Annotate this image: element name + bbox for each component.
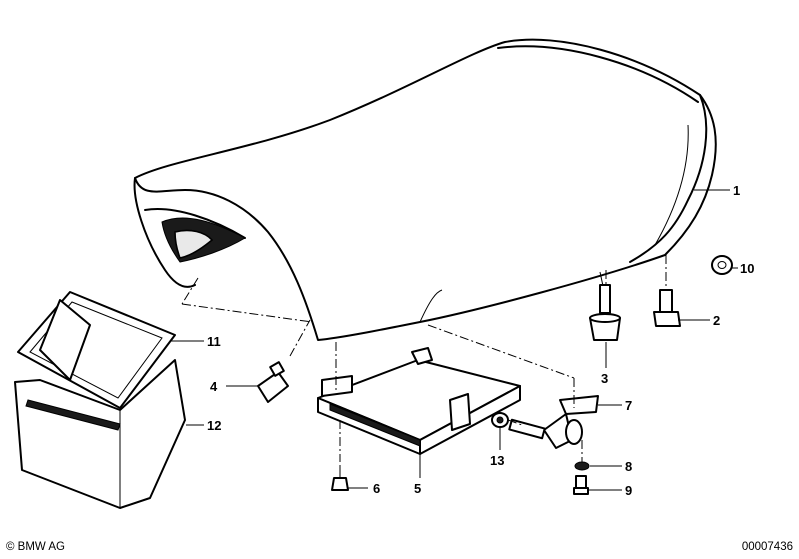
callout-9: 9 [625,483,632,498]
callout-13: 13 [490,453,504,468]
knob-part-4 [257,319,311,403]
callout-2: 2 [713,313,720,328]
nut-part-13 [491,412,509,428]
callout-4: 4 [210,379,218,394]
callout-6: 6 [373,481,380,496]
callout-10: 10 [740,261,754,276]
callout-12: 12 [207,418,221,433]
stud-part-2 [653,255,681,327]
clip-part-10 [711,255,733,275]
copyright-label: © BMW AG [6,541,65,553]
diagram-number: 00007436 [742,541,793,553]
bracket-part-7 [508,395,599,449]
tray-part-5 [317,347,521,455]
cover-part-12 [14,359,186,509]
callout-7: 7 [625,398,632,413]
seat-part-1 [133,38,717,341]
callout-11: 11 [207,334,221,349]
assembly-lines [181,277,583,462]
leader-lines [170,189,738,491]
callout-5: 5 [414,481,421,496]
callout-1: 1 [733,183,740,198]
buffer-part-3 [589,270,621,341]
callout-3: 3 [601,371,608,386]
bolt-part-9 [573,475,589,495]
washer-part-8 [574,461,590,471]
screw-part-6 [331,420,349,491]
frame-part-11 [17,291,176,409]
callout-8: 8 [625,459,632,474]
